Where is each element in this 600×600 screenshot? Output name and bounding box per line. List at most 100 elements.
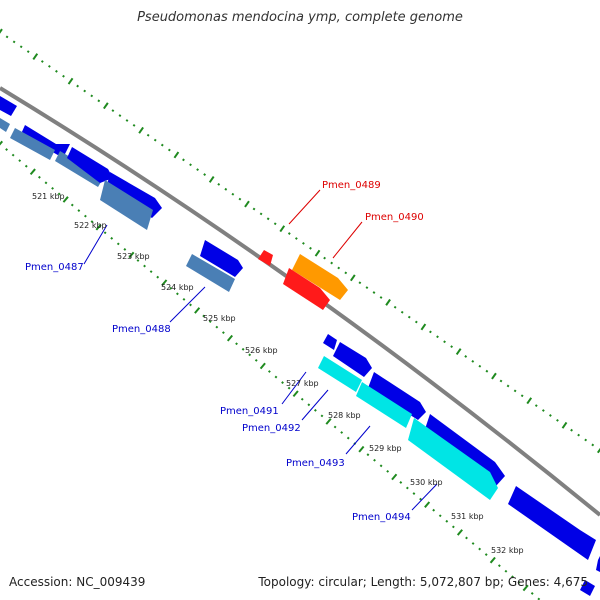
tick-dot bbox=[55, 69, 58, 73]
gene-name-labels: Pmen_0487 Pmen_0488 Pmen_0489 Pmen_0490 … bbox=[25, 180, 424, 523]
tick-dot bbox=[591, 443, 595, 447]
tick-dot bbox=[537, 597, 541, 600]
tick-dot bbox=[366, 453, 370, 457]
tick-dot bbox=[123, 248, 127, 251]
tick-dot bbox=[340, 431, 344, 434]
tick-dot bbox=[57, 192, 61, 196]
tick-dot bbox=[330, 261, 334, 265]
gene-block-pmen-0490 bbox=[292, 254, 348, 300]
gene-label-pmen-0490[interactable]: Pmen_0490 bbox=[365, 212, 424, 223]
tick-dot bbox=[393, 305, 397, 309]
gene-label-pmen-0491[interactable]: Pmen_0491 bbox=[220, 406, 279, 417]
tick-label: 530 kbp bbox=[410, 478, 443, 487]
tick-dot bbox=[208, 176, 215, 183]
tick-dot bbox=[379, 464, 383, 468]
tick-dot bbox=[320, 414, 324, 418]
tick-dot bbox=[254, 358, 258, 362]
tick-dot bbox=[67, 77, 74, 85]
tick-dot bbox=[379, 296, 383, 299]
tick-dot bbox=[333, 425, 337, 429]
tick-dot bbox=[38, 175, 41, 179]
tick-dot bbox=[445, 519, 449, 523]
tick-dot bbox=[570, 428, 573, 432]
tick-dot bbox=[83, 89, 87, 93]
tick-dot bbox=[464, 355, 468, 358]
tick-dot bbox=[231, 192, 235, 196]
gene-block bbox=[106, 172, 162, 218]
gene-block bbox=[424, 414, 505, 486]
tick-dot bbox=[62, 74, 65, 78]
tick-dot bbox=[136, 259, 140, 262]
tick-dot bbox=[281, 381, 284, 384]
tick-dot bbox=[471, 359, 475, 363]
tick-dot bbox=[456, 529, 463, 536]
tick-dot bbox=[534, 404, 538, 408]
tick-dot bbox=[12, 40, 16, 44]
tick-label: 528 kbp bbox=[328, 411, 361, 420]
tick-dot bbox=[97, 99, 101, 103]
gene-block bbox=[408, 418, 498, 500]
tick-dot bbox=[489, 556, 496, 564]
tick-dot bbox=[266, 217, 270, 221]
tick-dot bbox=[414, 320, 418, 324]
tick-dot bbox=[0, 28, 3, 34]
tick-dot bbox=[556, 418, 559, 422]
tick-dot bbox=[373, 458, 376, 462]
tick-dot bbox=[499, 379, 503, 383]
gene-label-pmen-0494[interactable]: Pmen_0494 bbox=[352, 512, 411, 523]
tick-dot bbox=[19, 45, 23, 49]
tick-dot bbox=[40, 60, 44, 63]
tick-dot bbox=[248, 353, 252, 357]
tick-label: 529 kbp bbox=[369, 444, 402, 453]
gene-block bbox=[0, 118, 10, 132]
tick-dot bbox=[517, 580, 521, 584]
tick-dot bbox=[491, 372, 497, 380]
tick-dot bbox=[70, 203, 74, 207]
tick-dot bbox=[235, 342, 238, 346]
gene-block bbox=[580, 580, 595, 596]
gene-block bbox=[323, 334, 337, 350]
gene-label-pmen-0492[interactable]: Pmen_0492 bbox=[242, 423, 301, 434]
tick-label: 532 kbp bbox=[491, 546, 524, 555]
gene-block bbox=[100, 180, 153, 230]
tick-dot bbox=[138, 126, 144, 134]
tick-dot bbox=[252, 207, 256, 211]
tick-dot bbox=[424, 501, 431, 508]
gene-label-pmen-0493[interactable]: Pmen_0493 bbox=[286, 458, 345, 469]
tick-dot bbox=[478, 547, 482, 551]
tick-dot bbox=[465, 536, 468, 540]
tick-dot bbox=[584, 438, 588, 442]
gene-block bbox=[55, 151, 104, 187]
tick-dot bbox=[111, 109, 115, 113]
tick-dot bbox=[215, 325, 219, 329]
gene-label-pmen-0489[interactable]: Pmen_0489 bbox=[322, 180, 381, 191]
tick-dot bbox=[51, 186, 54, 190]
tick-dot bbox=[530, 592, 534, 595]
tick-dot bbox=[194, 307, 201, 314]
gene-label-pmen-0487[interactable]: Pmen_0487 bbox=[25, 262, 84, 273]
tick-dot bbox=[484, 553, 488, 557]
tick-label: 527 kbp bbox=[286, 379, 319, 388]
tick-dot bbox=[520, 394, 524, 398]
tick-dot bbox=[118, 114, 122, 117]
tick-dot bbox=[420, 323, 427, 331]
tick-dot bbox=[175, 292, 179, 296]
gene-block bbox=[318, 356, 362, 392]
tick-label: 522 kbp bbox=[74, 221, 107, 230]
gene-block bbox=[21, 125, 70, 158]
tick-dot bbox=[358, 445, 365, 453]
tick-dot bbox=[294, 237, 298, 240]
gene-block bbox=[10, 128, 55, 160]
tick-dot bbox=[292, 390, 299, 398]
tick-dot bbox=[259, 362, 266, 370]
tick-dot bbox=[287, 386, 291, 390]
tick-dot bbox=[485, 369, 489, 373]
tick-dot bbox=[44, 181, 48, 185]
tick-label: 521 kbp bbox=[32, 192, 65, 201]
tick-dot bbox=[577, 433, 581, 437]
tick-dot bbox=[541, 409, 545, 412]
gene-label-pmen-0488[interactable]: Pmen_0488 bbox=[112, 324, 171, 335]
tick-dot bbox=[279, 225, 286, 233]
tick-dot bbox=[412, 492, 416, 495]
